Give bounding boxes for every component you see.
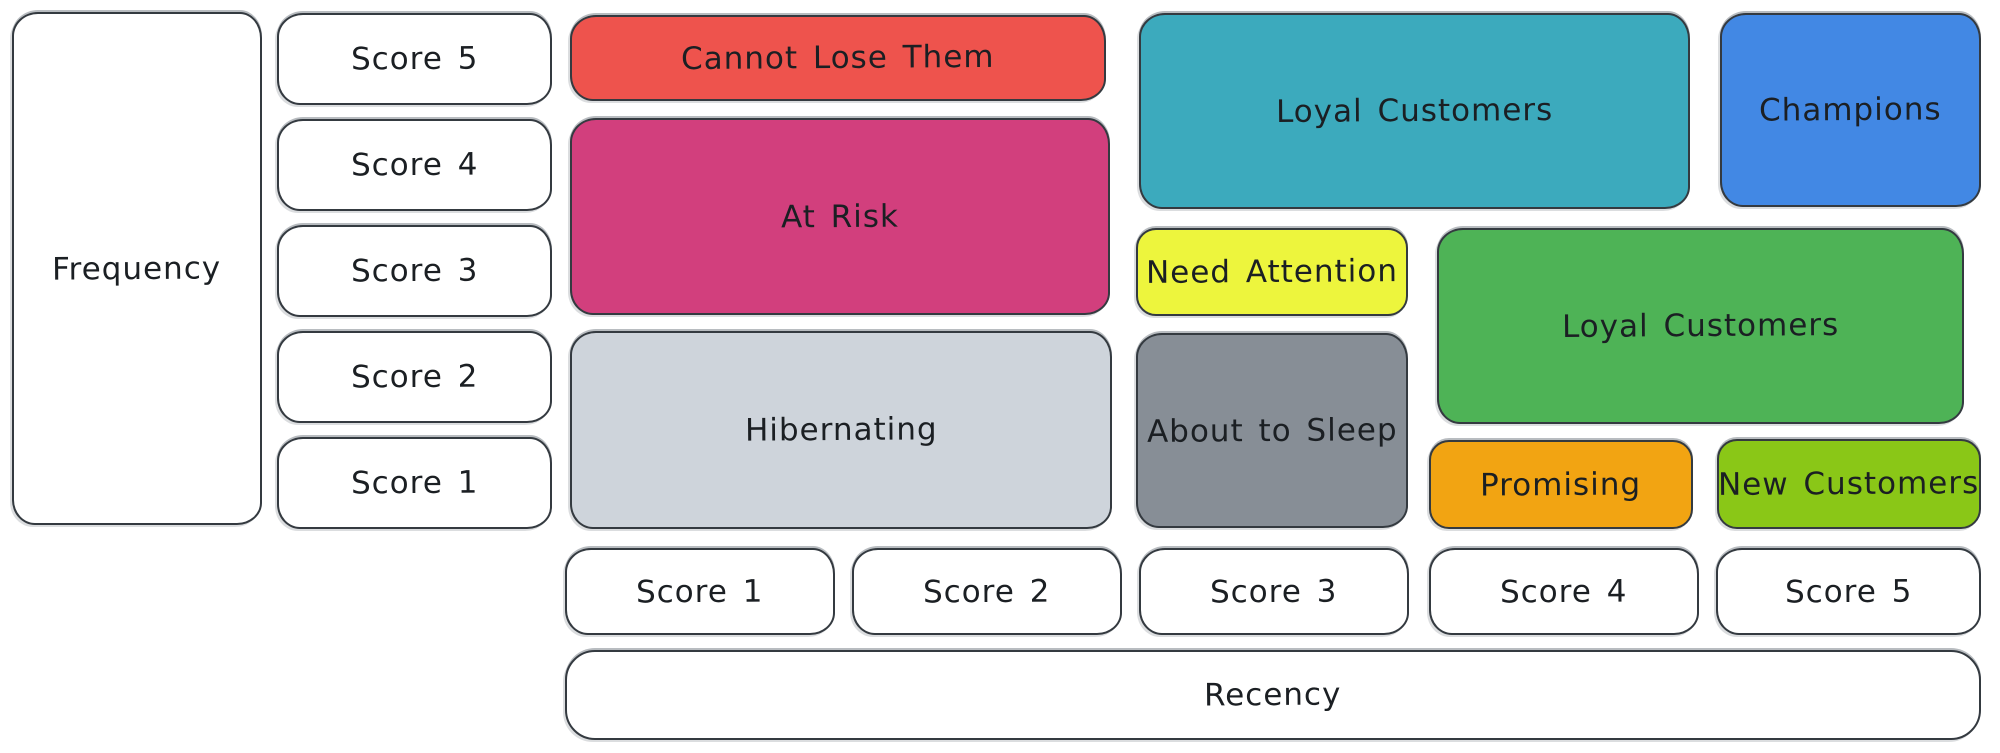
- recency-score-3: Score 3: [1139, 548, 1409, 635]
- segment-label: Hibernating: [744, 411, 938, 449]
- segment-label: Promising: [1480, 465, 1642, 504]
- segment-cannot-lose-them: Cannot Lose Them: [570, 15, 1106, 101]
- segment-loyal-customers-green: Loyal Customers: [1437, 228, 1964, 424]
- frequency-score-3: Score 3: [277, 225, 552, 317]
- recency-axis-label: Recency: [565, 650, 1981, 740]
- frequency-axis-text: Frequency: [52, 249, 222, 288]
- frequency-score-2-text: Score 2: [350, 358, 479, 396]
- segment-at-risk: At Risk: [570, 118, 1110, 315]
- segment-label: New Customers: [1718, 465, 1980, 503]
- segment-need-attention: Need Attention: [1136, 228, 1408, 316]
- recency-score-1-text: Score 1: [636, 573, 764, 610]
- recency-score-3-text: Score 3: [1210, 573, 1338, 610]
- segment-label: Loyal Customers: [1275, 92, 1554, 130]
- recency-score-1: Score 1: [565, 548, 835, 635]
- frequency-score-5: Score 5: [277, 13, 552, 105]
- segment-label: Need Attention: [1145, 253, 1399, 291]
- frequency-score-4: Score 4: [277, 119, 552, 211]
- segment-about-to-sleep: About to Sleep: [1136, 333, 1408, 528]
- recency-score-2: Score 2: [852, 548, 1122, 635]
- segment-new-customers: New Customers: [1717, 439, 1981, 529]
- frequency-axis-label: Frequency: [12, 12, 262, 525]
- segment-hibernating: Hibernating: [570, 331, 1112, 529]
- segment-champions: Champions: [1720, 13, 1981, 207]
- frequency-score-1: Score 1: [277, 437, 552, 529]
- segment-label: Cannot Lose Them: [681, 38, 995, 78]
- segment-label: About to Sleep: [1146, 411, 1398, 450]
- frequency-score-5-text: Score 5: [350, 40, 479, 78]
- segment-promising: Promising: [1429, 440, 1693, 529]
- segment-label: Champions: [1759, 91, 1942, 129]
- segment-label: Loyal Customers: [1561, 307, 1840, 345]
- frequency-score-4-text: Score 4: [350, 146, 479, 184]
- frequency-score-2: Score 2: [277, 331, 552, 423]
- recency-score-4-text: Score 4: [1500, 573, 1628, 610]
- recency-score-4: Score 4: [1429, 548, 1699, 635]
- recency-axis-text: Recency: [1204, 676, 1342, 714]
- frequency-score-1-text: Score 1: [350, 464, 479, 502]
- recency-score-5: Score 5: [1716, 548, 1981, 635]
- segment-loyal-customers-teal: Loyal Customers: [1139, 13, 1690, 209]
- recency-score-2-text: Score 2: [923, 573, 1051, 610]
- recency-score-5-text: Score 5: [1784, 573, 1913, 610]
- frequency-score-3-text: Score 3: [350, 252, 479, 290]
- segment-label: At Risk: [780, 198, 900, 235]
